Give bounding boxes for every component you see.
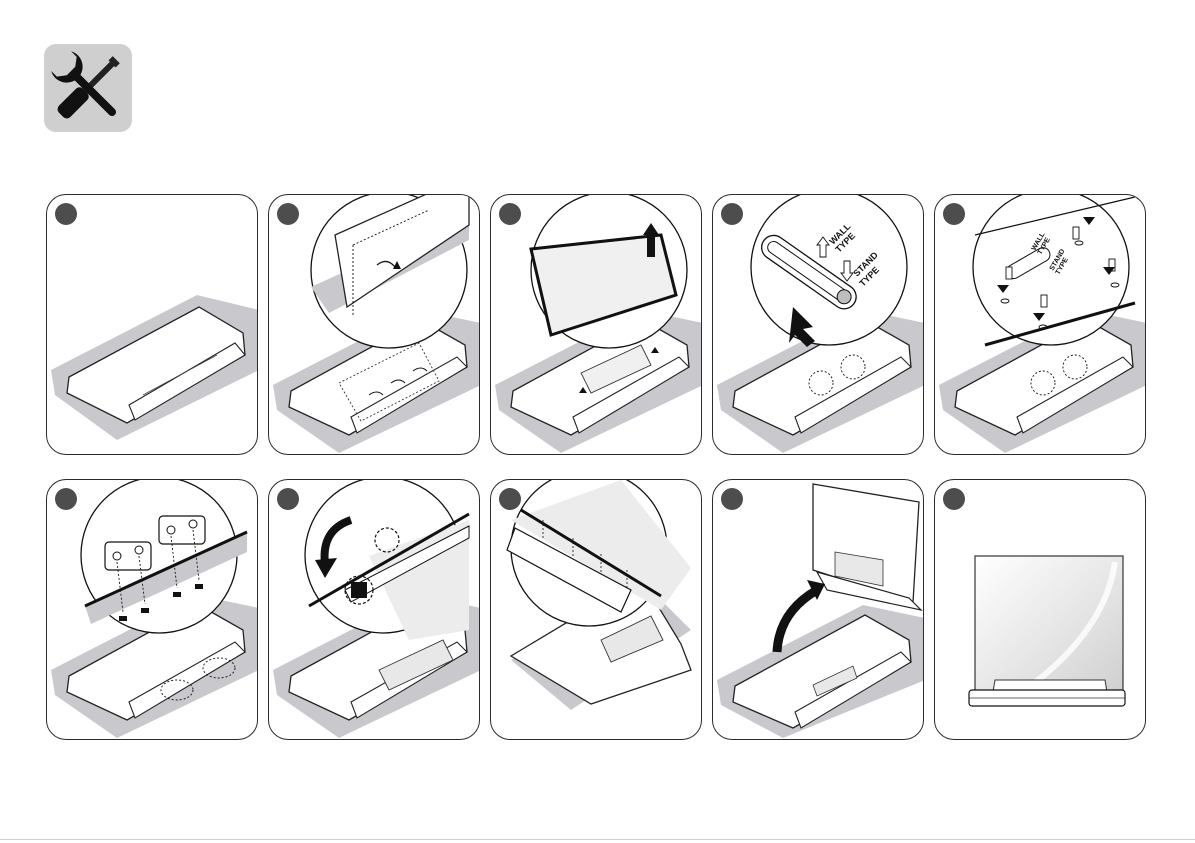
step-9-illustration	[713, 480, 924, 740]
step-number-badge	[55, 488, 77, 510]
step-number-badge	[943, 203, 965, 225]
step-panel-1	[46, 194, 258, 455]
step-number-badge	[277, 203, 299, 225]
step-1-illustration	[47, 195, 258, 455]
step-5-illustration: WALL TYPE STAND TYPE	[935, 195, 1146, 455]
step-number-badge	[943, 488, 965, 510]
step-4-illustration: WALL TYPE STAND TYPE	[713, 195, 924, 455]
step-number-badge	[55, 203, 77, 225]
step-panel-6	[46, 479, 258, 740]
step-panel-10	[934, 479, 1146, 740]
step-panel-7	[268, 479, 480, 740]
step-number-badge	[721, 203, 743, 225]
step-number-badge	[499, 203, 521, 225]
step-number-badge	[277, 488, 299, 510]
step-panel-9	[712, 479, 924, 740]
step-panel-2	[268, 194, 480, 455]
step-panel-8	[490, 479, 702, 740]
step-panel-4: WALL TYPE STAND TYPE	[712, 194, 924, 455]
step-2-illustration	[269, 195, 480, 455]
step-panel-3	[490, 194, 702, 455]
tools-icon-badge	[44, 44, 132, 132]
step-10-illustration	[935, 480, 1146, 740]
step-3-illustration	[491, 195, 702, 455]
wrench-screwdriver-icon	[44, 44, 132, 132]
step-6-illustration	[47, 480, 258, 740]
step-7-illustration	[269, 480, 480, 740]
step-number-badge	[499, 488, 521, 510]
page-bottom-rule	[0, 839, 1195, 840]
step-8-illustration	[491, 480, 702, 740]
step-number-badge	[721, 488, 743, 510]
step-panel-5: WALL TYPE STAND TYPE	[934, 194, 1146, 455]
